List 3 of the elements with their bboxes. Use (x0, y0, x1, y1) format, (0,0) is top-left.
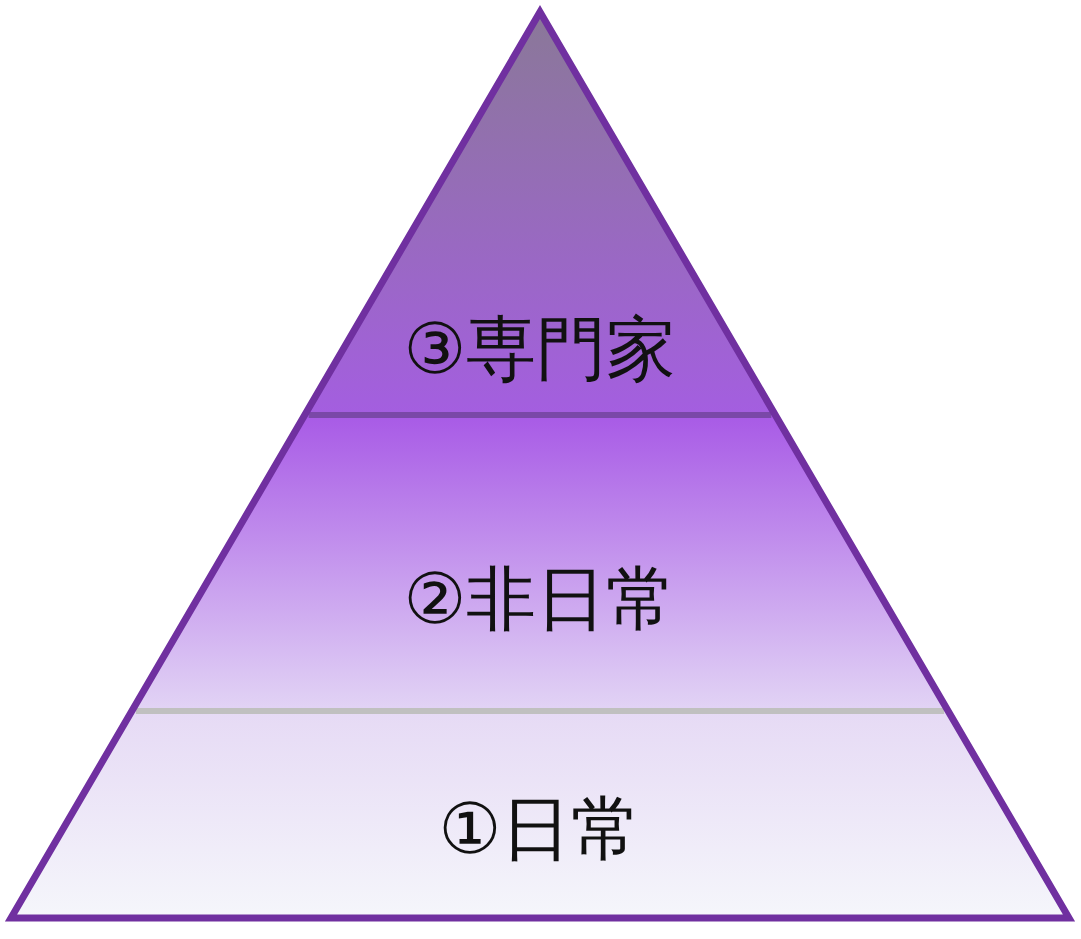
tier-label: ②非日常 (402, 564, 678, 634)
tier-label: ③専門家 (402, 314, 678, 384)
tier-label: ①日常 (437, 794, 643, 864)
